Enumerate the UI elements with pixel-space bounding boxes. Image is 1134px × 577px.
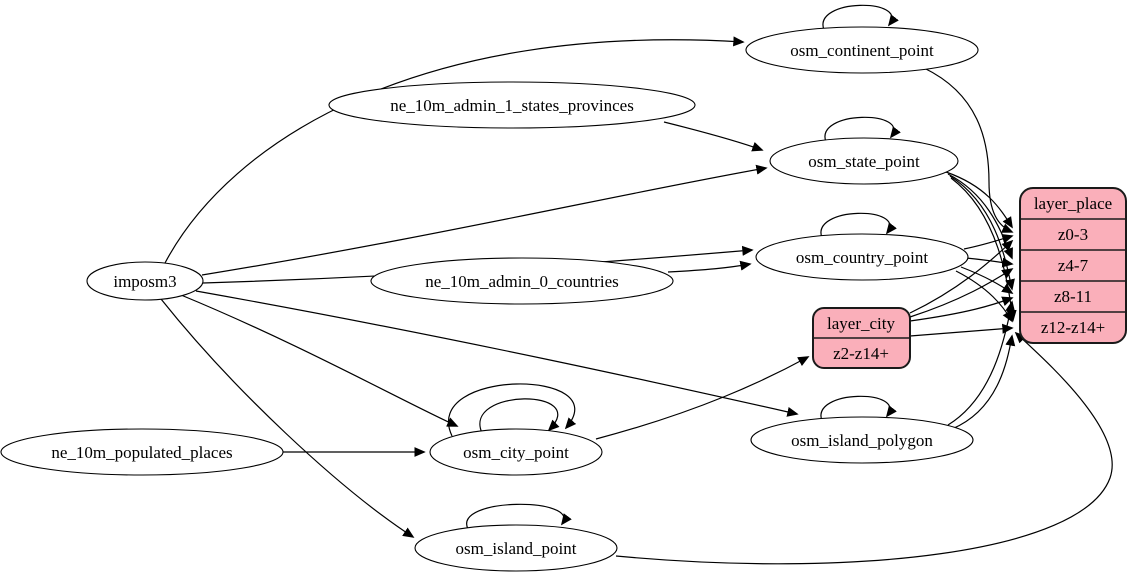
layer-place-row-z8-11: z8-11 [1054, 287, 1092, 306]
edge-osm-island-polygon-to-layer-place-z8-11 [947, 300, 1016, 426]
osm-country-point-label: osm_country_point [796, 248, 928, 267]
layer-place-row-z0-3: z0-3 [1058, 225, 1088, 244]
imposm3-ellipse [86, 261, 204, 301]
osm-city-point-ellipse [429, 428, 603, 476]
edge-layer-city-to-layer-place-z12-z14 [909, 323, 1014, 337]
osm-continent-point-label: osm_continent_point [790, 41, 934, 60]
self-loop-osm-continent-point [822, 4, 899, 31]
self-loop-osm-country-point [820, 212, 897, 239]
ne-10m-admin-1-ellipse [328, 81, 696, 129]
self-loop-osm-island-polygon [820, 395, 897, 422]
edge-ne-10m-admin-0-to-osm-country-point [667, 260, 752, 273]
layer-place-row-z12-z14: z12-z14+ [1041, 318, 1105, 337]
edge-osm-state-point-to-layer-place-z8-11 [949, 175, 1015, 291]
node-imposm3: imposm3 [86, 261, 204, 301]
node-osm-island-point: osm_island_point [414, 524, 618, 572]
ne-10m-admin-0-ellipse [370, 257, 674, 305]
node-layer-place: layer_place z0-3 z4-7 z8-11 z12-z14+ [1019, 187, 1127, 344]
node-ne-10m-admin-0-countries: ne_10m_admin_0_countries [370, 257, 674, 305]
osm-island-point-ellipse [414, 524, 618, 572]
edge-osm-continent-point-to-layer-place-z0-3 [923, 67, 1014, 233]
node-layer-city: layer_city z2-z14+ [812, 307, 911, 369]
node-ne-10m-admin-1-states-provinces: ne_10m_admin_1_states_provinces [328, 81, 696, 129]
ne-10m-populated-places-label: ne_10m_populated_places [51, 443, 232, 462]
ne-10m-populated-places-ellipse [0, 428, 284, 476]
edge-imposm3-to-osm-state-point [201, 164, 768, 276]
edge-osm-island-polygon-to-layer-place-z12-z14 [951, 334, 1016, 430]
ne-10m-admin-1-label: ne_10m_admin_1_states_provinces [390, 96, 634, 115]
edge-layer-city-to-layer-place-z8-11 [909, 296, 1014, 322]
edge-osm-state-point-to-layer-place-z0-3 [945, 171, 1013, 229]
edge-osm-island-point-to-layer-place-z12-z14 [615, 331, 1113, 565]
node-osm-country-point: osm_country_point [755, 233, 969, 281]
layer-place-row-z4-7: z4-7 [1058, 256, 1089, 275]
osm-island-polygon-ellipse [750, 416, 974, 464]
layer-place-box [1019, 187, 1127, 344]
osm-state-point-ellipse [769, 137, 959, 185]
node-ne-10m-populated-places: ne_10m_populated_places [0, 428, 284, 476]
self-loop-osm-island-point [466, 503, 572, 530]
layer-place-title: layer_place [1034, 194, 1112, 213]
self-loop-outer-osm-city-point [448, 383, 577, 437]
edge-osm-country-point-to-layer-place-z0-3 [963, 234, 1014, 250]
layer-city-title: layer_city [827, 314, 895, 333]
osm-continent-point-ellipse [745, 26, 979, 74]
edge-ne-10m-admin-1-to-osm-state-point [663, 121, 764, 152]
node-osm-state-point: osm_state_point [769, 137, 959, 185]
edge-layer-city-to-layer-place-z0-3 [909, 239, 1014, 314]
imposm3-label: imposm3 [113, 272, 176, 291]
osm-country-point-ellipse [755, 233, 969, 281]
edge-osm-city-point-to-layer-city-z2-z14 [595, 356, 810, 440]
self-loop-osm-state-point [824, 116, 901, 143]
node-osm-island-polygon: osm_island_polygon [750, 416, 974, 464]
edge-imposm3-to-osm-city-point [180, 294, 459, 427]
ne-10m-admin-0-label: ne_10m_admin_0_countries [425, 272, 619, 291]
edge-imposm3-to-osm-island-point [160, 298, 415, 538]
osm-state-point-label: osm_state_point [808, 152, 920, 171]
edge-osm-country-point-to-layer-place-z4-7 [965, 257, 1014, 268]
layer-city-row-z2-z14: z2-z14+ [833, 344, 889, 363]
self-loop-inner-osm-city-point [479, 398, 560, 434]
node-osm-continent-point: osm_continent_point [745, 26, 979, 74]
node-osm-city-point: osm_city_point [429, 428, 603, 476]
osm-city-point-label: osm_city_point [463, 443, 569, 462]
osm-island-point-label: osm_island_point [456, 539, 577, 558]
edge-imposm3-to-osm-island-polygon [195, 290, 799, 417]
edge-layer-city-to-layer-place-z4-7 [909, 268, 1014, 318]
osm-island-polygon-label: osm_island_polygon [791, 431, 933, 450]
edges [160, 4, 1113, 565]
